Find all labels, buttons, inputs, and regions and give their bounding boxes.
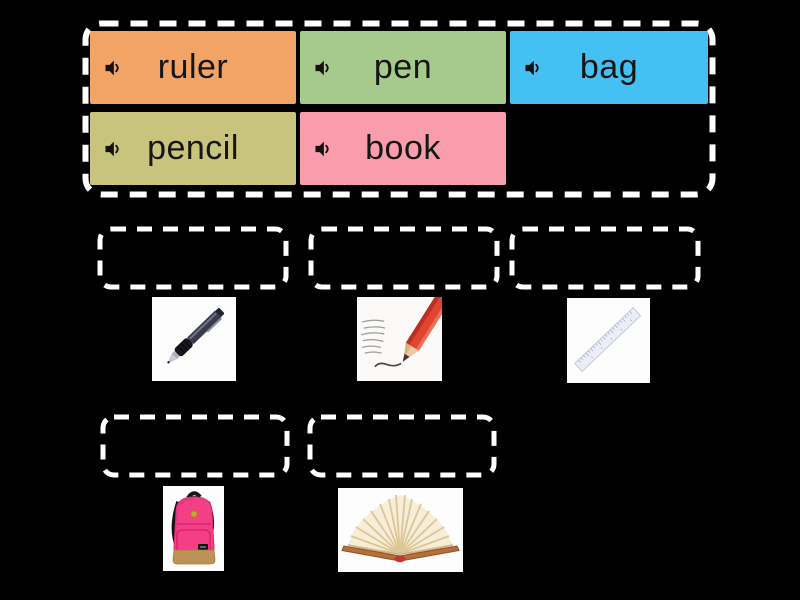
- word-tile-pen[interactable]: pen: [300, 31, 506, 104]
- drop-zone-ruler[interactable]: [509, 226, 701, 290]
- speaker-icon[interactable]: [103, 139, 123, 159]
- red-pencil-photo: [357, 297, 442, 381]
- drop-zone-bag[interactable]: [100, 414, 290, 478]
- word-tile-pencil[interactable]: pencil: [90, 112, 296, 185]
- ruler-photo: [567, 298, 650, 383]
- drop-zone-pen[interactable]: [97, 226, 289, 290]
- word-tile-bag[interactable]: bag: [510, 31, 708, 104]
- speaker-icon[interactable]: [103, 58, 123, 78]
- pink-backpack-photo: [163, 486, 224, 571]
- speaker-icon[interactable]: [523, 58, 543, 78]
- drop-zone-pencil[interactable]: [308, 226, 500, 290]
- word-label: pen: [373, 48, 433, 86]
- speaker-icon[interactable]: [313, 58, 333, 78]
- ballpoint-pen-photo: [152, 297, 236, 381]
- speaker-icon[interactable]: [313, 139, 333, 159]
- word-label: bag: [579, 48, 639, 86]
- word-label: pencil: [147, 129, 239, 167]
- open-book-photo: [338, 488, 463, 572]
- word-label: ruler: [157, 48, 229, 86]
- word-tile-book[interactable]: book: [300, 112, 506, 185]
- word-label: book: [365, 129, 441, 167]
- word-tile-ruler[interactable]: ruler: [90, 31, 296, 104]
- drop-zone-book[interactable]: [307, 414, 497, 478]
